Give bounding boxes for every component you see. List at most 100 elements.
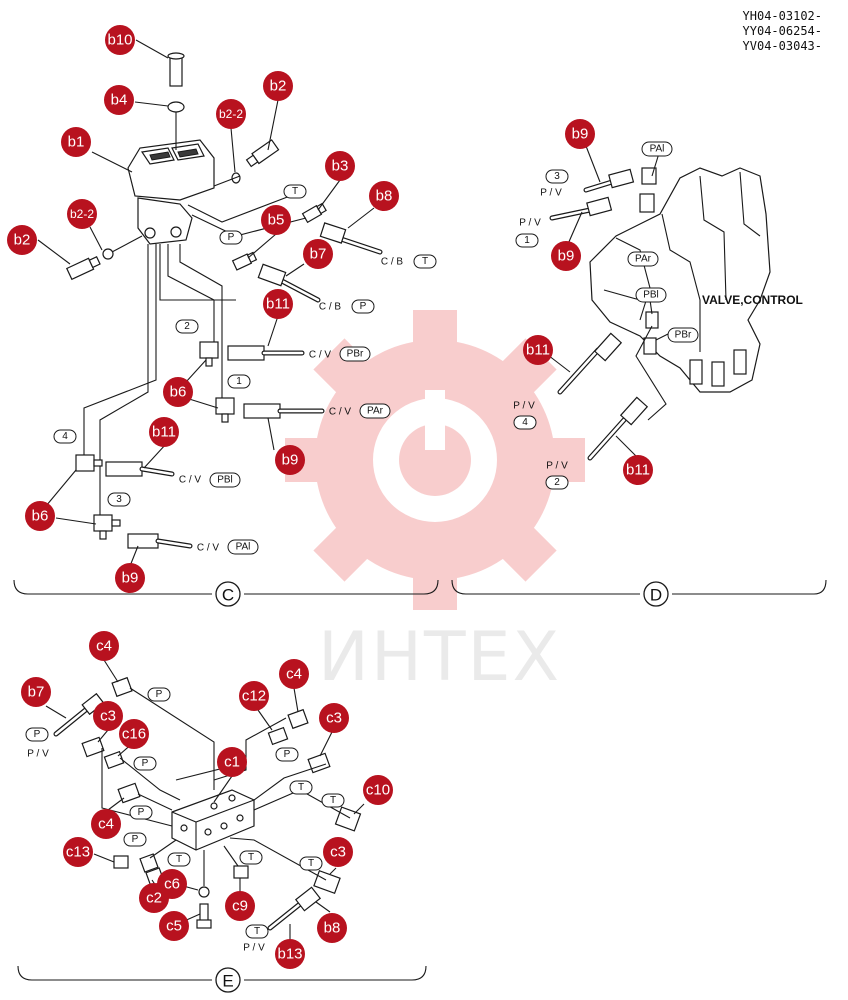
badge-b7-e[interactable]: b7 (21, 677, 51, 707)
pill-par-c: PAr (359, 403, 391, 419)
svg-text:b9: b9 (572, 126, 589, 143)
pill-pal-c: PAl (227, 539, 259, 555)
badge-c4-right[interactable]: c4 (279, 659, 309, 689)
badge-c5[interactable]: c5 (159, 911, 189, 941)
svg-text:b9: b9 (282, 452, 299, 469)
badge-c4-top[interactable]: c4 (89, 631, 119, 661)
pill-3-c: 3 (107, 492, 131, 507)
badge-b2-2-top[interactable]: b2-2 (216, 99, 246, 129)
badge-c13[interactable]: c13 (63, 837, 93, 867)
svg-text:1: 1 (524, 235, 530, 246)
svg-text:T: T (292, 186, 298, 197)
badge-b5[interactable]: b5 (261, 205, 291, 235)
label-cv-pbl: C / V (179, 475, 202, 486)
badge-b9-d-mid[interactable]: b9 (551, 241, 581, 271)
badge-b6-low[interactable]: b6 (25, 501, 55, 531)
pill-3-d: 3 (545, 169, 569, 184)
badge-b11-d-right[interactable]: b11 (623, 455, 653, 485)
svg-text:T: T (254, 926, 260, 937)
badge-c12[interactable]: c12 (239, 681, 269, 711)
svg-text:P: P (360, 301, 367, 312)
svg-text:3: 3 (116, 494, 122, 505)
hose-d-par (549, 193, 655, 221)
svg-text:b4: b4 (111, 92, 128, 109)
header-codes: YH04-03102- YY04-06254- YV04-03043- (743, 9, 822, 53)
badge-b13[interactable]: b13 (275, 939, 305, 969)
badge-c3-low[interactable]: c3 (323, 837, 353, 867)
svg-text:P: P (142, 758, 149, 769)
hose-d-pbl (557, 311, 659, 395)
watermark: ИНТЕХ (285, 310, 585, 697)
badge-c16[interactable]: c16 (119, 719, 149, 749)
svg-text:b6: b6 (170, 384, 187, 401)
badge-b1[interactable]: b1 (61, 127, 91, 157)
svg-text:b11: b11 (152, 424, 176, 441)
badge-b9-d-top[interactable]: b9 (565, 119, 595, 149)
pill-pbl-c: PBl (209, 472, 241, 488)
svg-text:c4: c4 (98, 816, 114, 833)
svg-text:4: 4 (62, 431, 68, 442)
badge-b7[interactable]: b7 (303, 239, 333, 269)
badge-c1[interactable]: c1 (217, 747, 247, 777)
svg-text:1: 1 (236, 376, 242, 387)
badge-b11-top[interactable]: b11 (263, 289, 293, 319)
svg-text:PAr: PAr (367, 406, 384, 417)
svg-text:b11: b11 (526, 342, 550, 359)
badge-b10[interactable]: b10 (105, 25, 135, 55)
badge-b11-d-left[interactable]: b11 (523, 335, 553, 365)
fitting-b2-right (245, 139, 280, 168)
svg-text:c5: c5 (166, 918, 182, 935)
code-1: YH04-03102- (743, 9, 822, 23)
badge-b6-mid[interactable]: b6 (163, 377, 193, 407)
label-pv-e-bottom: P / V (243, 943, 265, 954)
svg-text:PAr: PAr (635, 254, 652, 265)
hose-d-pal (583, 167, 657, 193)
svg-text:b11: b11 (626, 462, 650, 479)
svg-text:T: T (422, 256, 428, 267)
code-3: YV04-03043- (743, 39, 822, 53)
section-c-bracket: C (13, 579, 439, 607)
svg-text:c12: c12 (242, 688, 266, 705)
badge-b9-mid[interactable]: b9 (275, 445, 305, 475)
pill-pbr-c: PBr (339, 346, 371, 362)
svg-text:c1: c1 (224, 754, 240, 771)
svg-text:b7: b7 (310, 246, 327, 263)
leader-lines-c (37, 39, 375, 567)
pill-p-c: P (219, 230, 243, 245)
badge-b2-2-left[interactable]: b2-2 (67, 199, 97, 229)
hose-e-b8 (267, 886, 322, 931)
badge-b4[interactable]: b4 (104, 85, 134, 115)
pill-p-e2: P (275, 747, 299, 762)
pill-pbr-d: PBr (667, 327, 699, 343)
badge-b2-top[interactable]: b2 (263, 71, 293, 101)
svg-text:c3: c3 (326, 710, 342, 727)
pill-1-d: 1 (515, 233, 539, 248)
badge-c10[interactable]: c10 (363, 775, 393, 805)
badge-c3-left[interactable]: c3 (93, 701, 123, 731)
badge-c9[interactable]: c9 (225, 891, 255, 921)
pill-p-e4: P (129, 805, 153, 820)
manifold-block-c1 (171, 789, 255, 851)
svg-text:c4: c4 (286, 666, 302, 683)
badge-b8-e[interactable]: b8 (317, 913, 347, 943)
pill-4-c: 4 (53, 429, 77, 444)
svg-text:b9: b9 (122, 570, 139, 587)
label-cv-pal: C / V (197, 543, 220, 554)
pill-pbl-d: PBl (635, 287, 667, 303)
svg-text:b7: b7 (28, 684, 45, 701)
pill-2-d: 2 (545, 475, 569, 490)
badge-c3-right[interactable]: c3 (319, 703, 349, 733)
badge-b3[interactable]: b3 (325, 151, 355, 181)
hose-d-pbr (587, 337, 657, 461)
svg-text:T: T (176, 854, 182, 865)
badge-b9-low[interactable]: b9 (115, 563, 145, 593)
hose-b7 (257, 263, 321, 303)
badge-b11-mid[interactable]: b11 (149, 417, 179, 447)
section-e-drawing: c4 c4 b7 c12 c3 c3 c16 c1 c10 c4 c13 c3 … (21, 631, 393, 969)
badge-b8[interactable]: b8 (369, 181, 399, 211)
badge-c4-low[interactable]: c4 (91, 809, 121, 839)
svg-text:c10: c10 (366, 782, 390, 799)
svg-text:b5: b5 (268, 212, 285, 229)
badge-b2-left[interactable]: b2 (7, 225, 37, 255)
badge-c2[interactable]: c2 (139, 883, 169, 913)
